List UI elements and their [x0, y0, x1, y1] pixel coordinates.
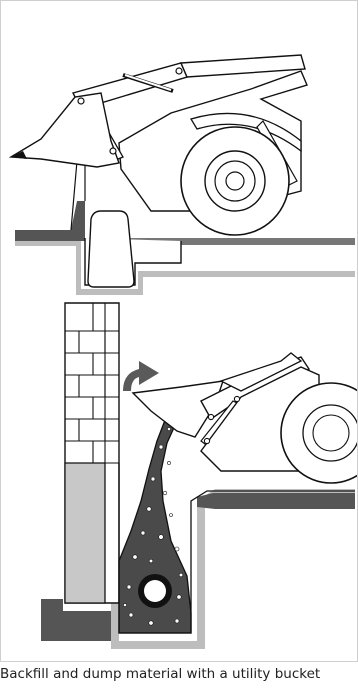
wheel-loader-backfill-illustration [11, 55, 355, 295]
figure-caption: Backfill and dump material with a utilit… [0, 664, 358, 694]
wheel-loader-dump-illustration [41, 303, 357, 649]
direction-arrow-icon [123, 361, 159, 391]
figure-illustration [1, 1, 357, 661]
figure-frame [0, 0, 358, 662]
